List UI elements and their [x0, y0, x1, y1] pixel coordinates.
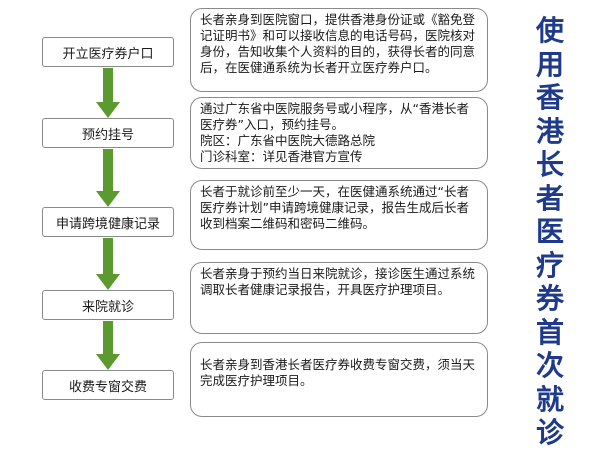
title-char: 就 — [535, 382, 564, 416]
step-label: 申请跨境健康记录 — [55, 216, 160, 232]
title-char: 医 — [535, 215, 564, 248]
title-char: 诊 — [535, 416, 564, 449]
down-arrow-icon — [96, 149, 120, 207]
title-char: 者 — [535, 181, 564, 215]
step-box-payment: 收费专窗交费 — [42, 370, 174, 400]
description-text: 长者亲身于预约当日来院就诊，接诊医生通过系统调取长者健康记录报告，开具医疗护理项… — [200, 266, 476, 297]
down-arrow-icon — [96, 321, 120, 370]
description-text: 通过广东省中医院服务号或小程序，从“香港长者医疗券”入口，预约挂号。 院区：广东… — [200, 101, 469, 164]
title-char: 次 — [535, 349, 564, 382]
title-char: 港 — [535, 114, 564, 148]
title-char: 用 — [535, 47, 564, 81]
step-label: 来院就诊 — [81, 299, 134, 315]
title-char: 疗 — [535, 248, 564, 282]
title-char: 首 — [535, 315, 564, 349]
down-arrow-icon — [96, 238, 120, 290]
step-label: 开立医疗券户口 — [62, 46, 154, 62]
step-label: 收费专窗交费 — [68, 379, 147, 395]
step-description-book-appointment: 通过广东省中医院服务号或小程序，从“香港长者医疗券”入口，预约挂号。 院区：广东… — [190, 97, 488, 169]
description-text: 长者于就诊前至少一天，在医健通系统通过“长者医疗券计划”申请跨境健康记录，报告生… — [200, 184, 469, 231]
title-char: 券 — [535, 282, 564, 315]
step-box-visit-hospital: 来院就诊 — [42, 290, 174, 320]
title-char: 使 — [535, 14, 564, 47]
step-description-open-account: 长者亲身到医院窗口，提供香港身份证或《豁免登记证明书》和可以接收信息的电话号码，… — [190, 8, 488, 92]
step-box-book-appointment: 预约挂号 — [42, 118, 174, 148]
down-arrow-icon — [96, 68, 120, 118]
title-char: 长 — [535, 148, 564, 181]
step-label: 预约挂号 — [81, 127, 134, 143]
description-text: 长者亲身到医院窗口，提供香港身份证或《豁免登记证明书》和可以接收信息的电话号码，… — [200, 12, 476, 75]
step-box-health-record: 申请跨境健康记录 — [42, 207, 174, 237]
vertical-title: 使 用 香 港 长 者 医 疗 券 首 次 就 诊 — [520, 14, 580, 450]
step-description-payment: 长者亲身到香港长者医疗券收费专窗交费，须当天完成医疗护理项目。 — [190, 342, 488, 417]
title-char: 香 — [535, 81, 564, 114]
step-box-open-account: 开立医疗券户口 — [42, 37, 174, 67]
step-description-visit-hospital: 长者亲身于预约当日来院就诊，接诊医生通过系统调取长者健康记录报告，开具医疗护理项… — [190, 262, 488, 334]
description-text: 长者亲身到香港长者医疗券收费专窗交费，须当天完成医疗护理项目。 — [200, 357, 476, 388]
step-description-health-record: 长者于就诊前至少一天，在医健通系统通过“长者医疗券计划”申请跨境健康记录，报告生… — [190, 180, 488, 250]
